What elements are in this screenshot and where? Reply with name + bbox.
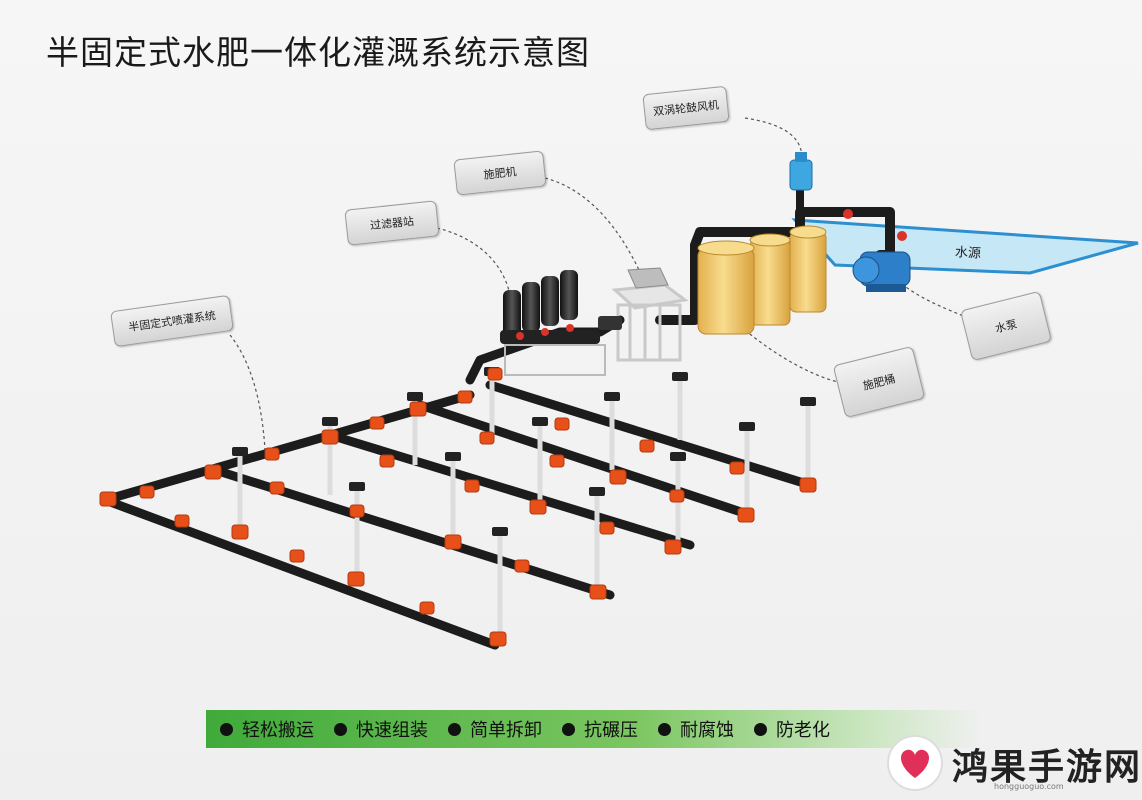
label-water-source: 水源 (954, 245, 982, 262)
watermark-text: 鸿果手游网 (952, 747, 1142, 788)
bullet-icon (220, 722, 233, 736)
bullet-icon (562, 722, 575, 736)
feature-item: 轻松搬运 (220, 716, 314, 742)
feature-item: 简单拆卸 (448, 716, 542, 742)
blower-device (789, 152, 853, 219)
feature-item: 耐腐蚀 (658, 716, 734, 742)
leader-lines (229, 117, 969, 451)
feature-item: 防老化 (754, 716, 830, 742)
bullet-icon (754, 722, 767, 736)
bullet-icon (334, 722, 347, 736)
feature-bar: 轻松搬运 快速组装 简单拆卸 抗碾压 耐腐蚀 防老化 (206, 710, 981, 748)
bullet-icon (448, 722, 461, 736)
pipe-fittings (99, 367, 817, 647)
watermark-url: hongguoguo.com (994, 782, 1064, 791)
heart-logo-icon (887, 735, 943, 791)
bullet-icon (658, 722, 671, 736)
fertilizer-tanks (697, 225, 827, 335)
fertilizer-machine (611, 267, 689, 362)
sprinkler-risers (232, 367, 816, 635)
filter-station (500, 270, 622, 376)
feature-item: 快速组装 (334, 716, 428, 742)
page-title: 半固定式水肥一体化灌溉系统示意图 (46, 33, 590, 72)
water-pump (852, 231, 911, 292)
lateral-pipes (100, 380, 815, 650)
watermark: 鸿果手游网 hongguoguo.com (884, 732, 1140, 794)
feature-item: 抗碾压 (562, 716, 638, 742)
